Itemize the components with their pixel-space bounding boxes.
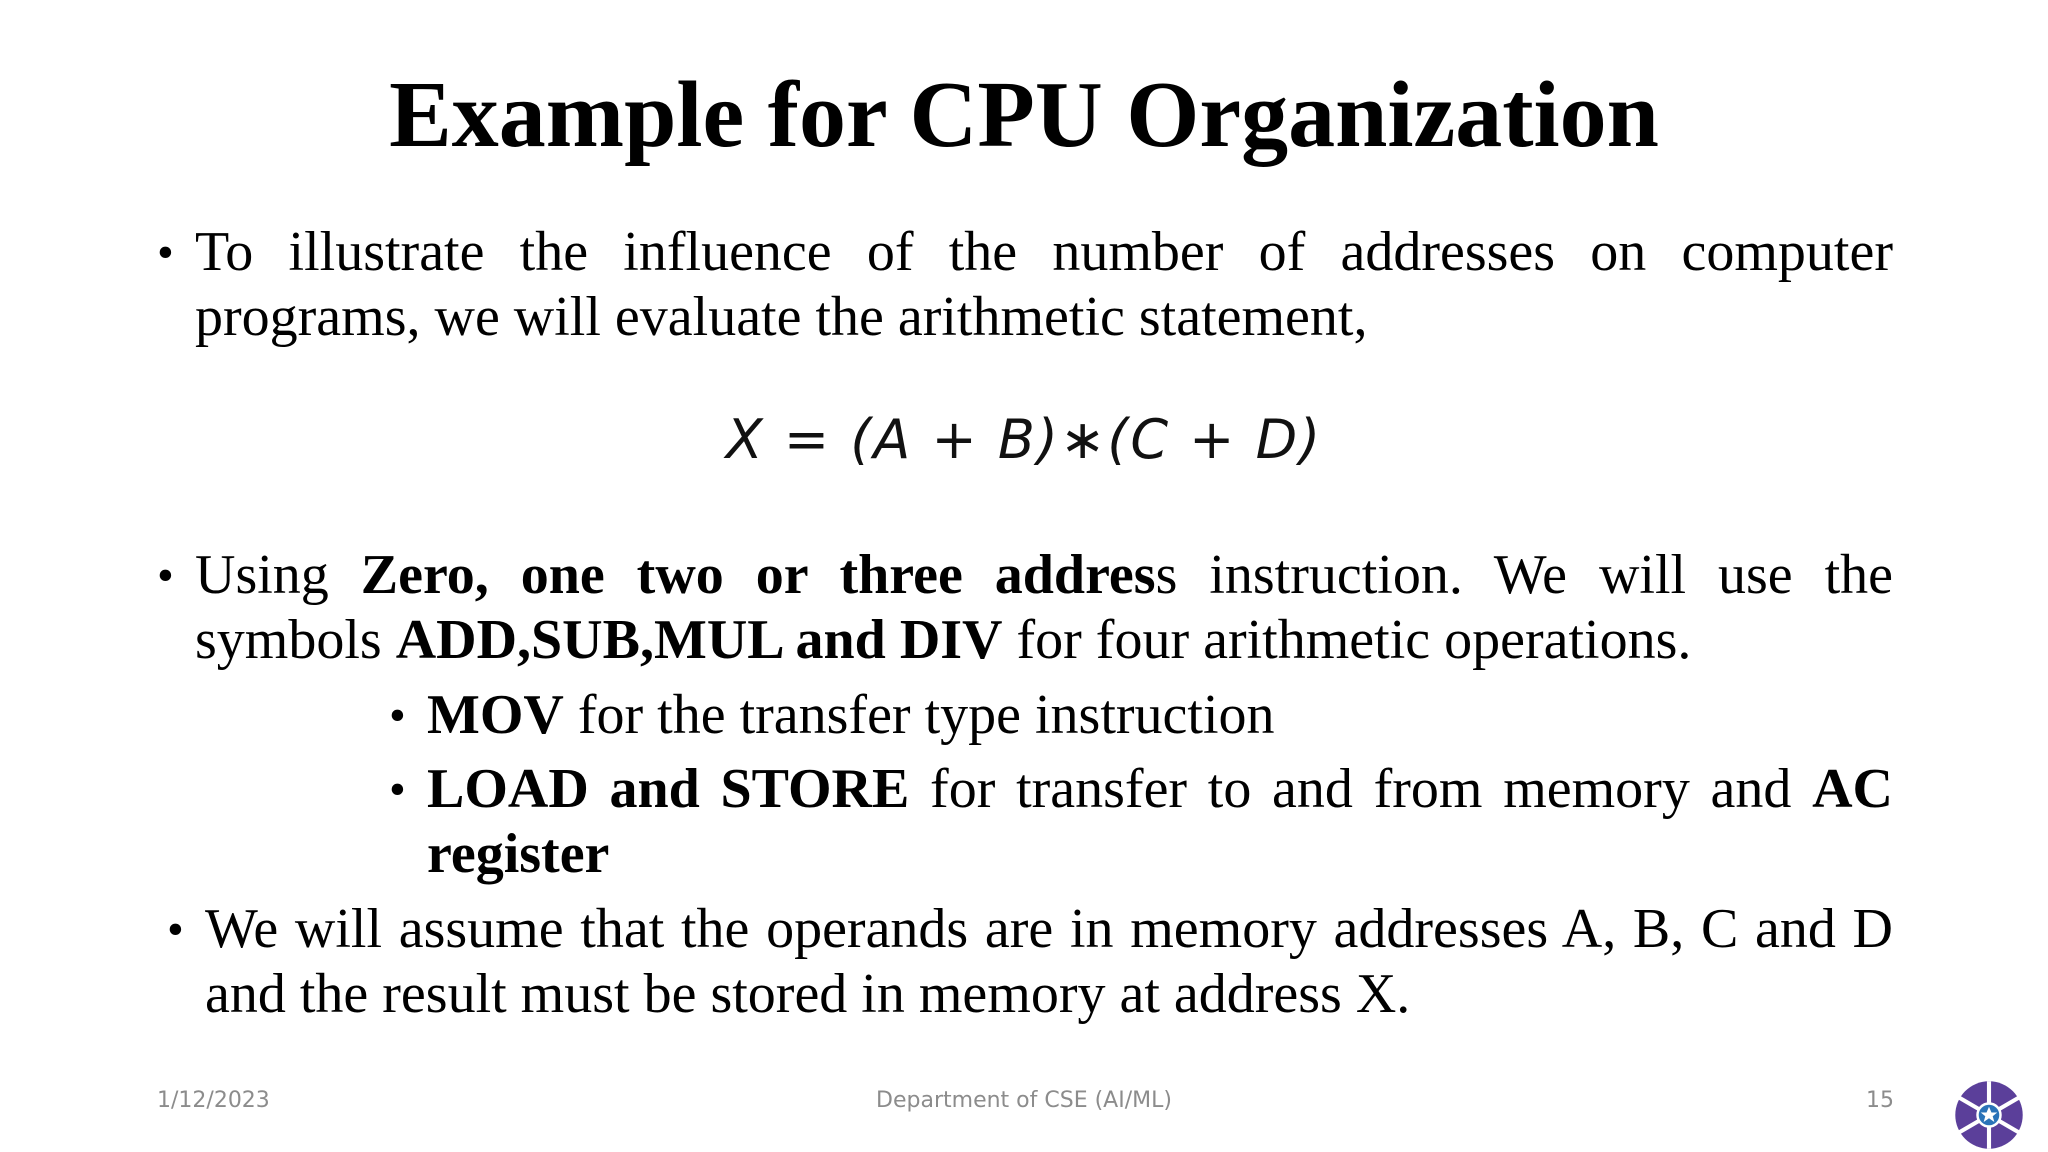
sub-bullet-mov-bold: MOV	[427, 684, 564, 746]
bullet-2-text-b: s instruction. We will use the symbols	[195, 544, 1894, 671]
bullet-2-bold-address-types: Zero, one two or three addres	[360, 544, 1156, 606]
sub-bullet-mov: • MOV for the transfer type instruction	[389, 683, 1893, 748]
bullet-3: • We will assume that the operands are i…	[167, 897, 1893, 1027]
slide-title: Example for CPU Organization	[389, 63, 1659, 167]
bullet-dot: •	[157, 549, 174, 602]
footer-date: 1/12/2023	[157, 1088, 270, 1113]
institution-logo-icon	[1955, 1081, 2023, 1149]
arithmetic-equation: X = (A + B)∗(C + D)	[725, 408, 1323, 471]
bullet-2: • Using Zero, one two or three address i…	[157, 543, 1894, 673]
sub-bullet-load-store-text: for transfer to and from memory and	[909, 758, 1813, 820]
bullet-2-text-a: Using	[195, 544, 361, 606]
bullet-dot: •	[389, 689, 406, 742]
bullet-2-text-c: for four arithmetic operations.	[1002, 609, 1692, 671]
sub-bullet-mov-text: for the transfer type instruction	[563, 684, 1275, 746]
bullet-dot: •	[167, 903, 184, 956]
footer-page-number: 15	[1866, 1088, 1894, 1113]
sub-bullet-ac-register-bold: AC register	[427, 758, 1893, 885]
bullet-3-text: We will assume that the operands are in …	[205, 898, 1893, 1025]
sub-bullet-load-store: • LOAD and STORE for transfer to and fro…	[389, 757, 1893, 887]
sub-bullet-load-store-bold: LOAD and STORE	[427, 758, 910, 820]
bullet-1-text: To illustrate the influence of the numbe…	[195, 221, 1893, 348]
bullet-dot: •	[157, 226, 174, 279]
bullet-1: • To illustrate the influence of the num…	[157, 220, 1893, 350]
footer-department: Department of CSE (AI/ML)	[876, 1088, 1172, 1113]
bullet-2-bold-symbols: ADD,SUB,MUL and DIV	[395, 609, 1003, 671]
bullet-dot: •	[389, 763, 406, 816]
